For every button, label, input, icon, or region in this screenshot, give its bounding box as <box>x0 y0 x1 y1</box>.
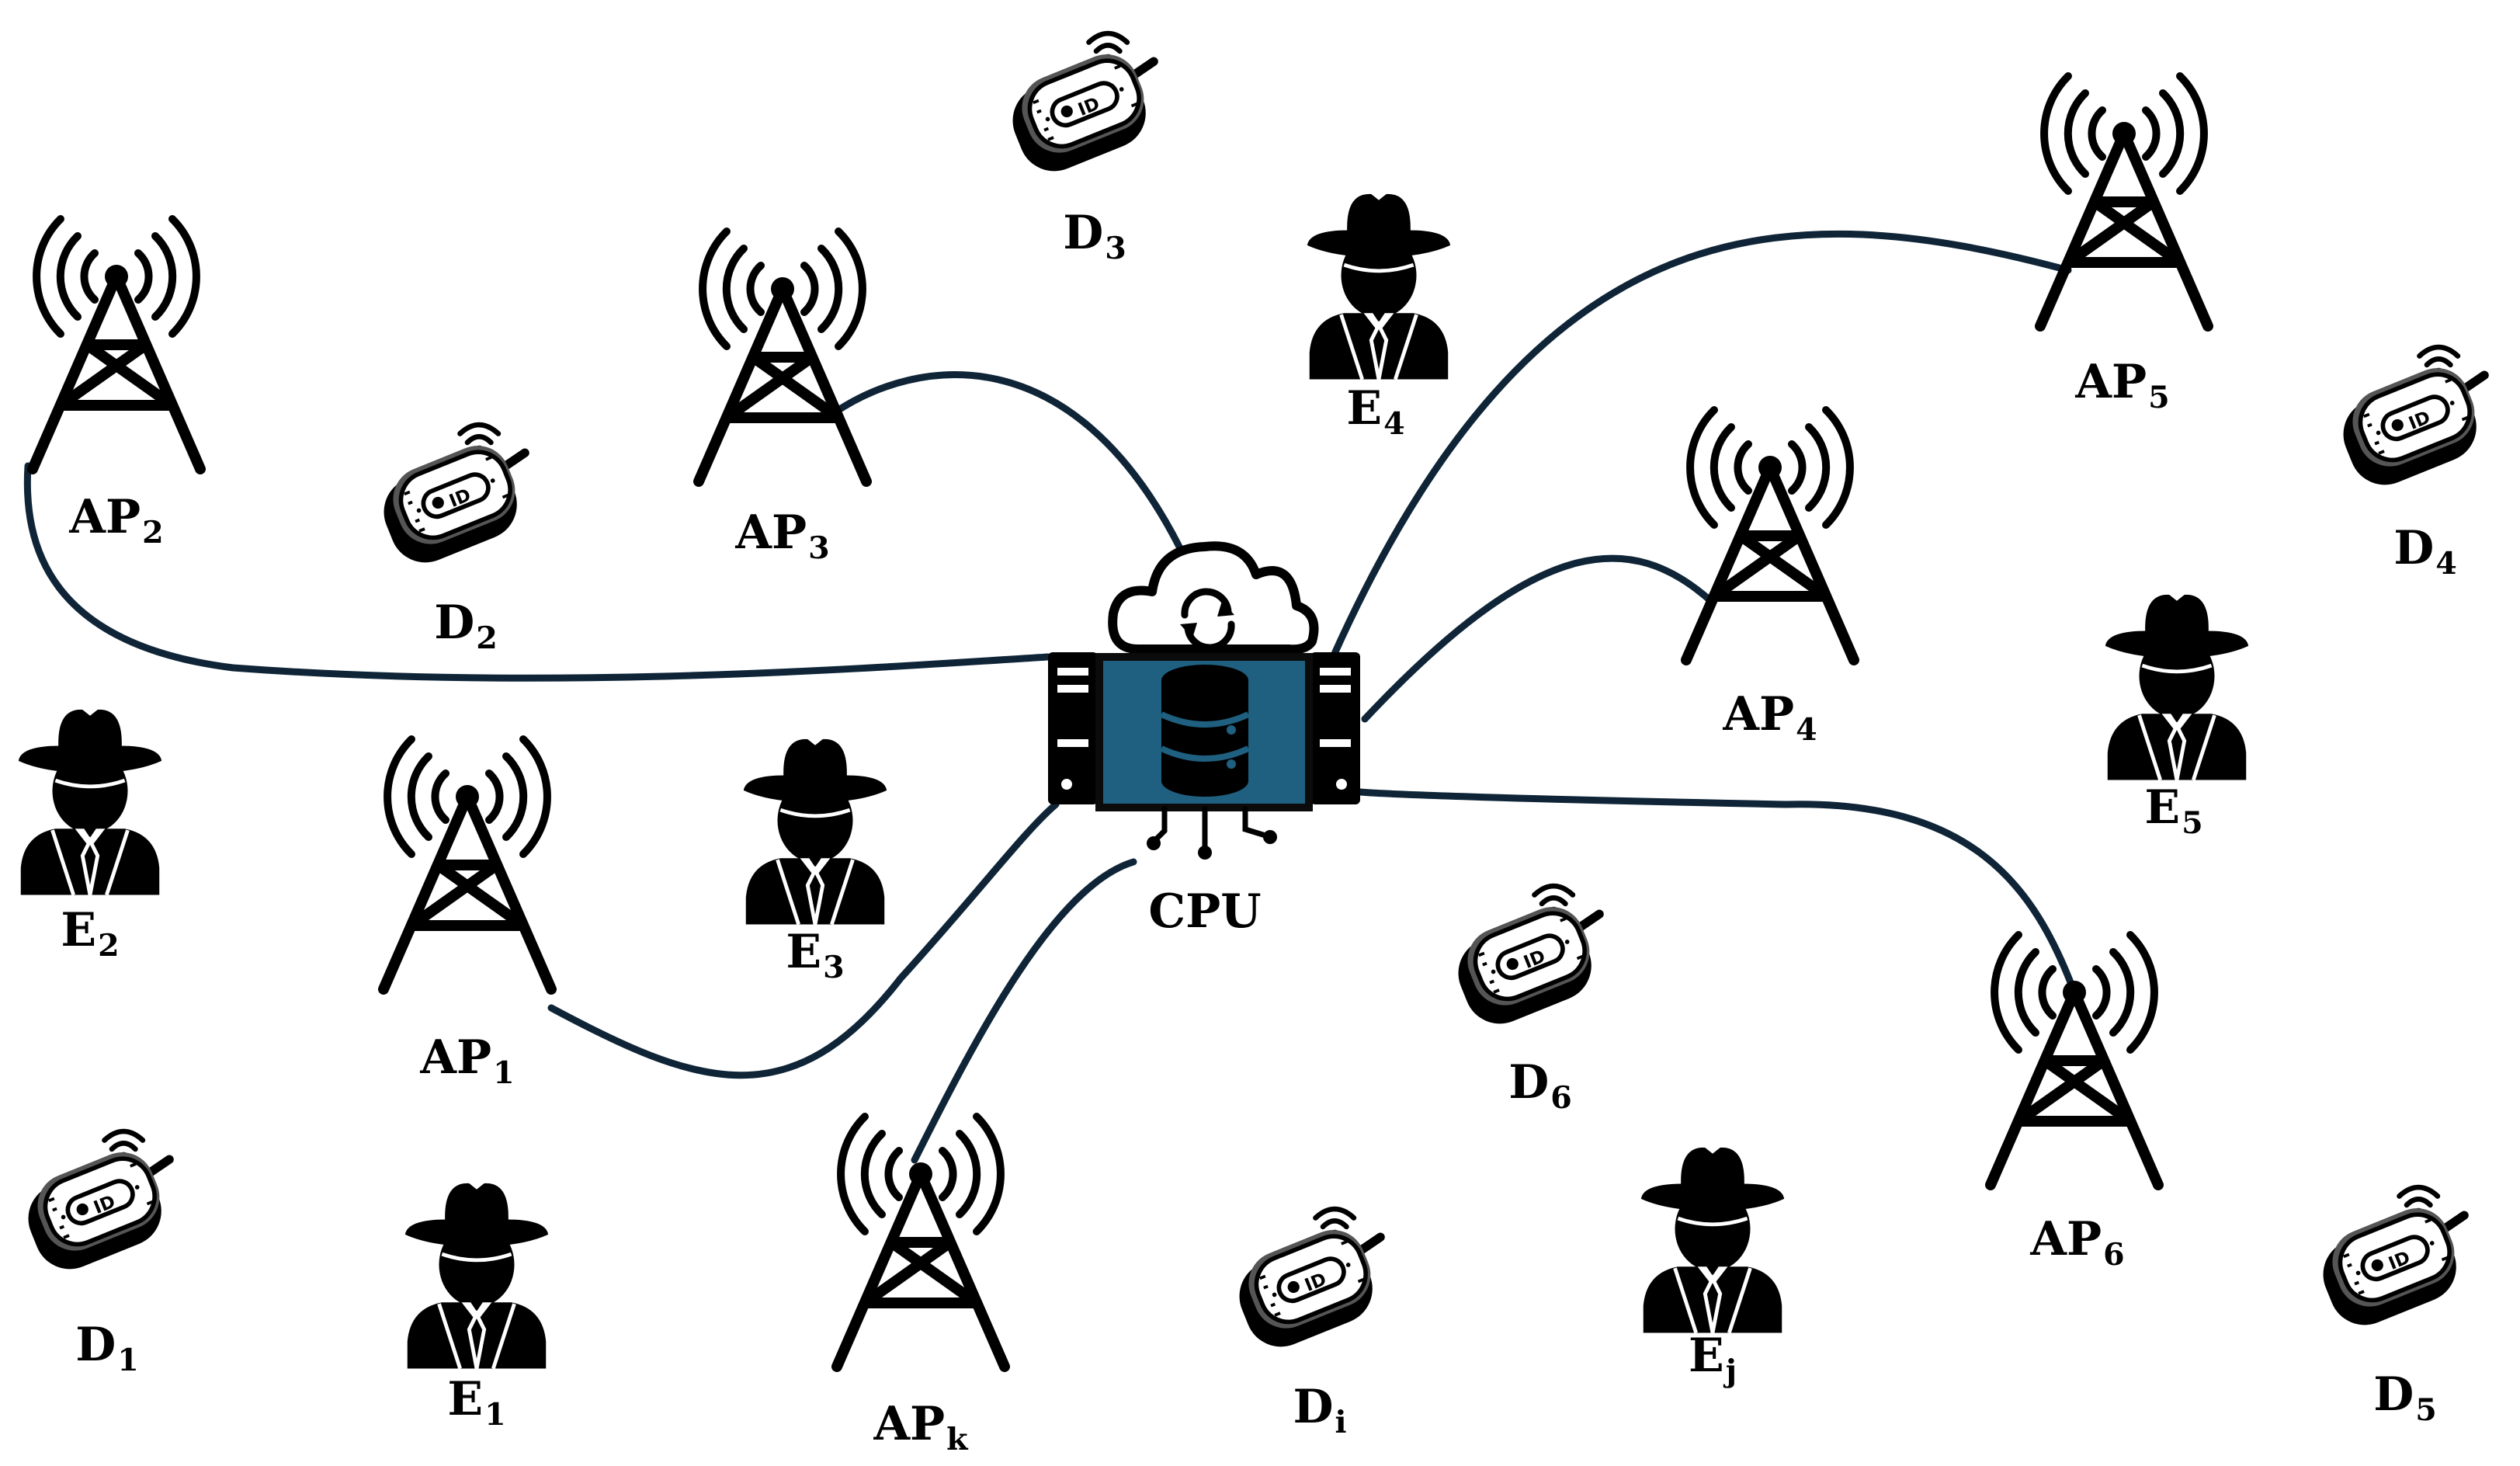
eavesdropper-label: E2 <box>61 903 120 964</box>
spy-icon <box>1307 194 1450 380</box>
tower-icon <box>1991 935 2158 1185</box>
tower-icon <box>33 219 200 469</box>
spy-icon <box>405 1183 548 1369</box>
id-tag-icon: ID <box>1229 1209 1383 1357</box>
device-label: D5 <box>2373 1367 2437 1428</box>
sync-icon <box>1181 588 1235 651</box>
eavesdropper-label: E1 <box>447 1372 506 1433</box>
cpu-node <box>1048 541 1360 860</box>
eavesdropper-label: E5 <box>2144 780 2203 841</box>
ap-label: AP3 <box>735 505 830 566</box>
device-label: D1 <box>75 1318 139 1378</box>
link-cpu-ap2 <box>23 462 1052 682</box>
device-label: D2 <box>434 596 498 656</box>
circuit-traces <box>1152 806 1269 851</box>
tower-icon <box>699 231 866 481</box>
spy-icon <box>2105 595 2248 780</box>
ap-label: APk <box>873 1397 968 1457</box>
ap-label: AP4 <box>1723 687 1817 748</box>
link-cpu-ap1 <box>547 801 1060 1079</box>
link-cpu-ap6 <box>1356 788 2078 996</box>
cpu-label: CPU <box>1148 884 1262 939</box>
link-cpu-ap5 <box>1330 230 2072 659</box>
eavesdropper-label: E4 <box>1346 381 1405 442</box>
cloud-icon <box>1108 541 1319 655</box>
ap-label: AP2 <box>69 490 164 551</box>
link-cpu-ap4 <box>1361 554 1716 723</box>
device-label: D6 <box>1508 1055 1572 1116</box>
ap-label: AP6 <box>2030 1212 2125 1273</box>
tower-icon <box>384 739 551 989</box>
database-icon <box>1160 665 1250 797</box>
spy-icon <box>744 739 887 925</box>
id-tag-icon: ID <box>2333 347 2487 495</box>
link-cpu-apk <box>911 858 1137 1164</box>
ap-label: AP5 <box>2075 355 2170 415</box>
eavesdropper-label: Ej <box>1688 1329 1737 1389</box>
id-tag-icon: ID <box>18 1131 172 1280</box>
device-icon-group: ID ID ID ID ID ID ID <box>18 33 2487 1357</box>
ap-label: AP1 <box>420 1030 515 1091</box>
id-tag-icon: ID <box>1002 33 1157 182</box>
id-tag-icon: ID <box>373 425 528 573</box>
eavesdropper-label: E3 <box>786 925 845 985</box>
device-label: Di <box>1293 1380 1347 1440</box>
spy-icon <box>1641 1148 1784 1333</box>
links-layer <box>23 230 2078 1164</box>
device-label: D4 <box>2393 521 2457 582</box>
id-tag-icon: ID <box>2313 1187 2467 1336</box>
tower-icon <box>2040 76 2208 326</box>
server-left-icon <box>1048 652 1098 804</box>
id-tag-icon: ID <box>1448 886 1602 1034</box>
tower-icon <box>1686 410 1854 660</box>
spy-icon <box>19 710 161 895</box>
server-right-icon <box>1310 652 1360 804</box>
device-label: D3 <box>1063 206 1126 266</box>
link-cpu-ap3 <box>830 371 1184 552</box>
